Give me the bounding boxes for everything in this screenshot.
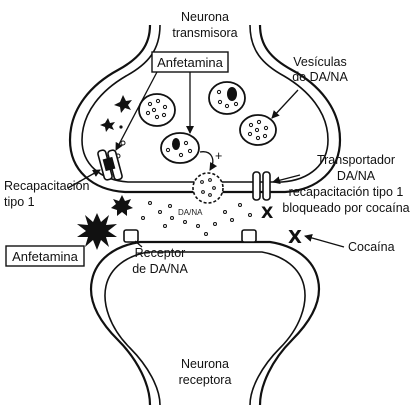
anfetamina-left-box xyxy=(5,245,85,267)
label-receptor-2: de DA/NA xyxy=(132,262,188,276)
receptor-right xyxy=(241,229,257,243)
vesicle-1 xyxy=(138,93,176,127)
anfetamina-top-arrow-left xyxy=(115,71,158,151)
label-neurona-transmisora-1: Neurona xyxy=(181,10,229,24)
label-transportador-4: bloqueado por cocaína xyxy=(282,201,409,215)
vesicle-2 xyxy=(208,81,246,115)
vesiculas-arrow xyxy=(271,89,299,119)
dot xyxy=(119,125,123,129)
transportador-arrow xyxy=(272,174,301,185)
label-transportador-2: DA/NA xyxy=(337,169,376,183)
postsynaptic-neuron-outline xyxy=(90,240,320,406)
reuptake-transporter-left xyxy=(97,149,123,181)
label-vesiculas-2: de DA/NA xyxy=(292,70,348,84)
label-vesiculas-1: Vesículas xyxy=(293,55,347,69)
release-arrow xyxy=(199,151,218,171)
dot xyxy=(120,140,126,146)
transporter-right-blocked xyxy=(252,171,271,201)
label-transportador-3: recapacitación tipo 1 xyxy=(289,185,404,199)
label-cocaina: Cocaína xyxy=(348,240,395,254)
plus-sign: + xyxy=(215,149,222,163)
receptor-left xyxy=(123,229,139,243)
fusing-vesicle xyxy=(192,172,224,204)
amphetamine-burst-large xyxy=(77,213,117,250)
label-anfetamina-left: Anfetamina xyxy=(12,249,79,264)
da-na-small-label: DA/NA xyxy=(178,208,203,217)
label-neurona-transmisora-2: transmisora xyxy=(172,26,237,40)
label-recapacitacion-1: Recapacitación xyxy=(4,179,90,193)
amphetamine-burst-1 xyxy=(114,95,132,113)
vesicle-4 xyxy=(160,132,200,164)
label-recapacitacion-2: tipo 1 xyxy=(4,195,35,209)
amphetamine-burst-2 xyxy=(100,118,115,132)
vesicle-3 xyxy=(239,114,277,146)
cocaine-mark-on-transporter: X xyxy=(261,203,274,222)
receptor-pointer xyxy=(134,240,143,248)
synaptic-cleft-dopamine-dots xyxy=(141,201,252,236)
label-anfetamina-top: Anfetamina xyxy=(157,55,224,70)
label-neurona-receptora-2: receptora xyxy=(179,373,232,387)
label-receptor-1: Receptor xyxy=(135,246,186,260)
cocaina-arrow xyxy=(304,234,345,248)
postsynaptic-inner-membrane xyxy=(104,251,306,406)
label-transportador-1: Transportador xyxy=(317,153,395,167)
recapacitacion-arrow xyxy=(67,169,101,189)
cocaine-molecule-mark: X xyxy=(288,227,302,248)
amphetamine-burst-3 xyxy=(111,195,133,216)
label-neurona-receptora-1: Neurona xyxy=(181,357,229,371)
